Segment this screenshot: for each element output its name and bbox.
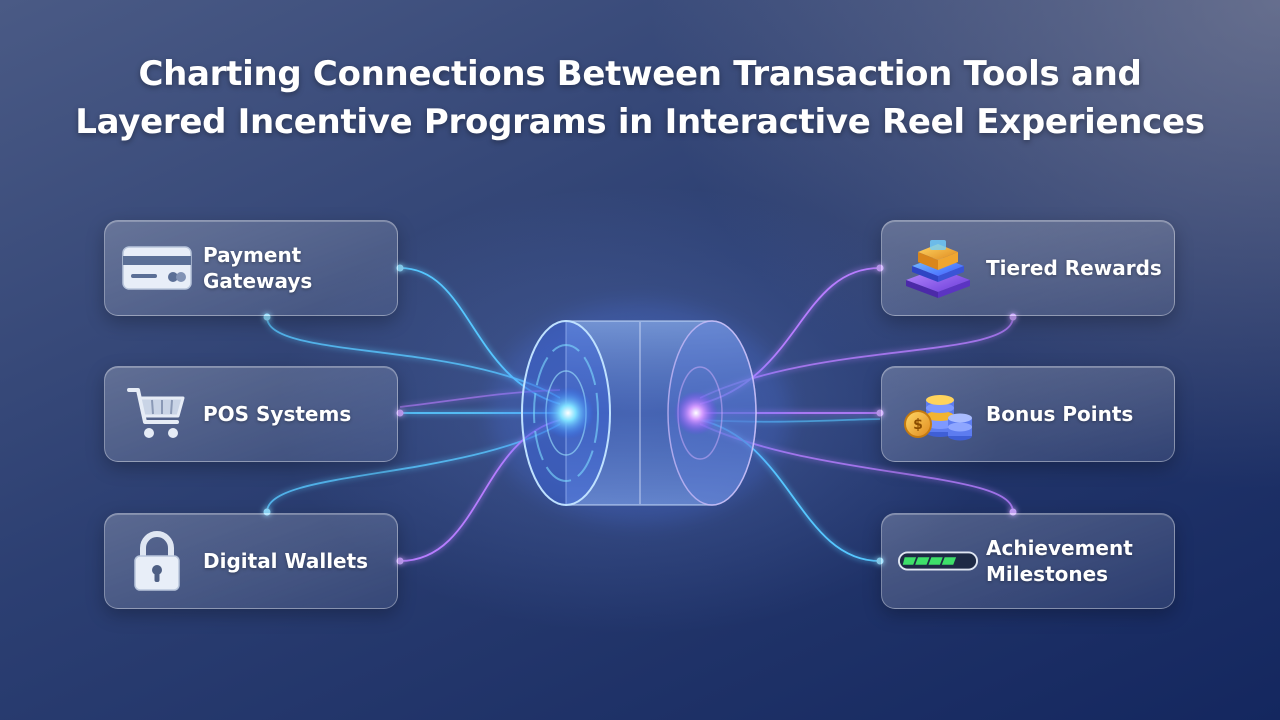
card-label: Tiered Rewards [986,256,1162,280]
card-achievement-milestones[interactable]: Achievement Milestones [881,513,1175,609]
title-line-2: Layered Incentive Programs in Interactiv… [75,102,1205,142]
dot-achievement-top [1009,508,1017,516]
dot-payment-bottom [263,313,271,321]
card-label: POS Systems [203,402,352,426]
card-label: Digital Wallets [203,549,369,573]
dot-payment-right [396,264,404,272]
card-label: Achievement Milestones [986,536,1133,586]
card-label: Bonus Points [986,402,1134,426]
card-bonus-points[interactable]: $ Bonus Points [881,366,1175,462]
dot-pos-right [396,409,404,417]
coin-stacks-icon: $ [898,379,978,449]
dot-wallets-top [263,508,271,516]
dot-tiered-bottom [1009,313,1017,321]
shopping-cart-icon [119,379,195,449]
credit-card-icon [119,233,195,303]
stacked-tiers-icon [898,233,978,303]
title-line-1: Charting Connections Between Transaction… [138,54,1142,94]
card-digital-wallets[interactable]: Digital Wallets [104,513,398,609]
diagram-title: Charting Connections Between Transaction… [40,50,1240,146]
card-tiered-rewards[interactable]: Tiered Rewards [881,220,1175,316]
dot-tiered-left [876,264,884,272]
card-pos-systems[interactable]: POS Systems [104,366,398,462]
card-label: Payment Gateways [203,243,313,293]
dot-achievement-left [876,557,884,565]
progress-bar-icon [898,526,978,596]
dot-bonus-left [876,409,884,417]
card-payment-gateways[interactable]: Payment Gateways [104,220,398,316]
padlock-icon [119,526,195,596]
connection-dots [263,264,1017,565]
svg-text:$: $ [913,417,923,433]
central-reel-hub [490,303,790,523]
dot-wallets-right [396,557,404,565]
